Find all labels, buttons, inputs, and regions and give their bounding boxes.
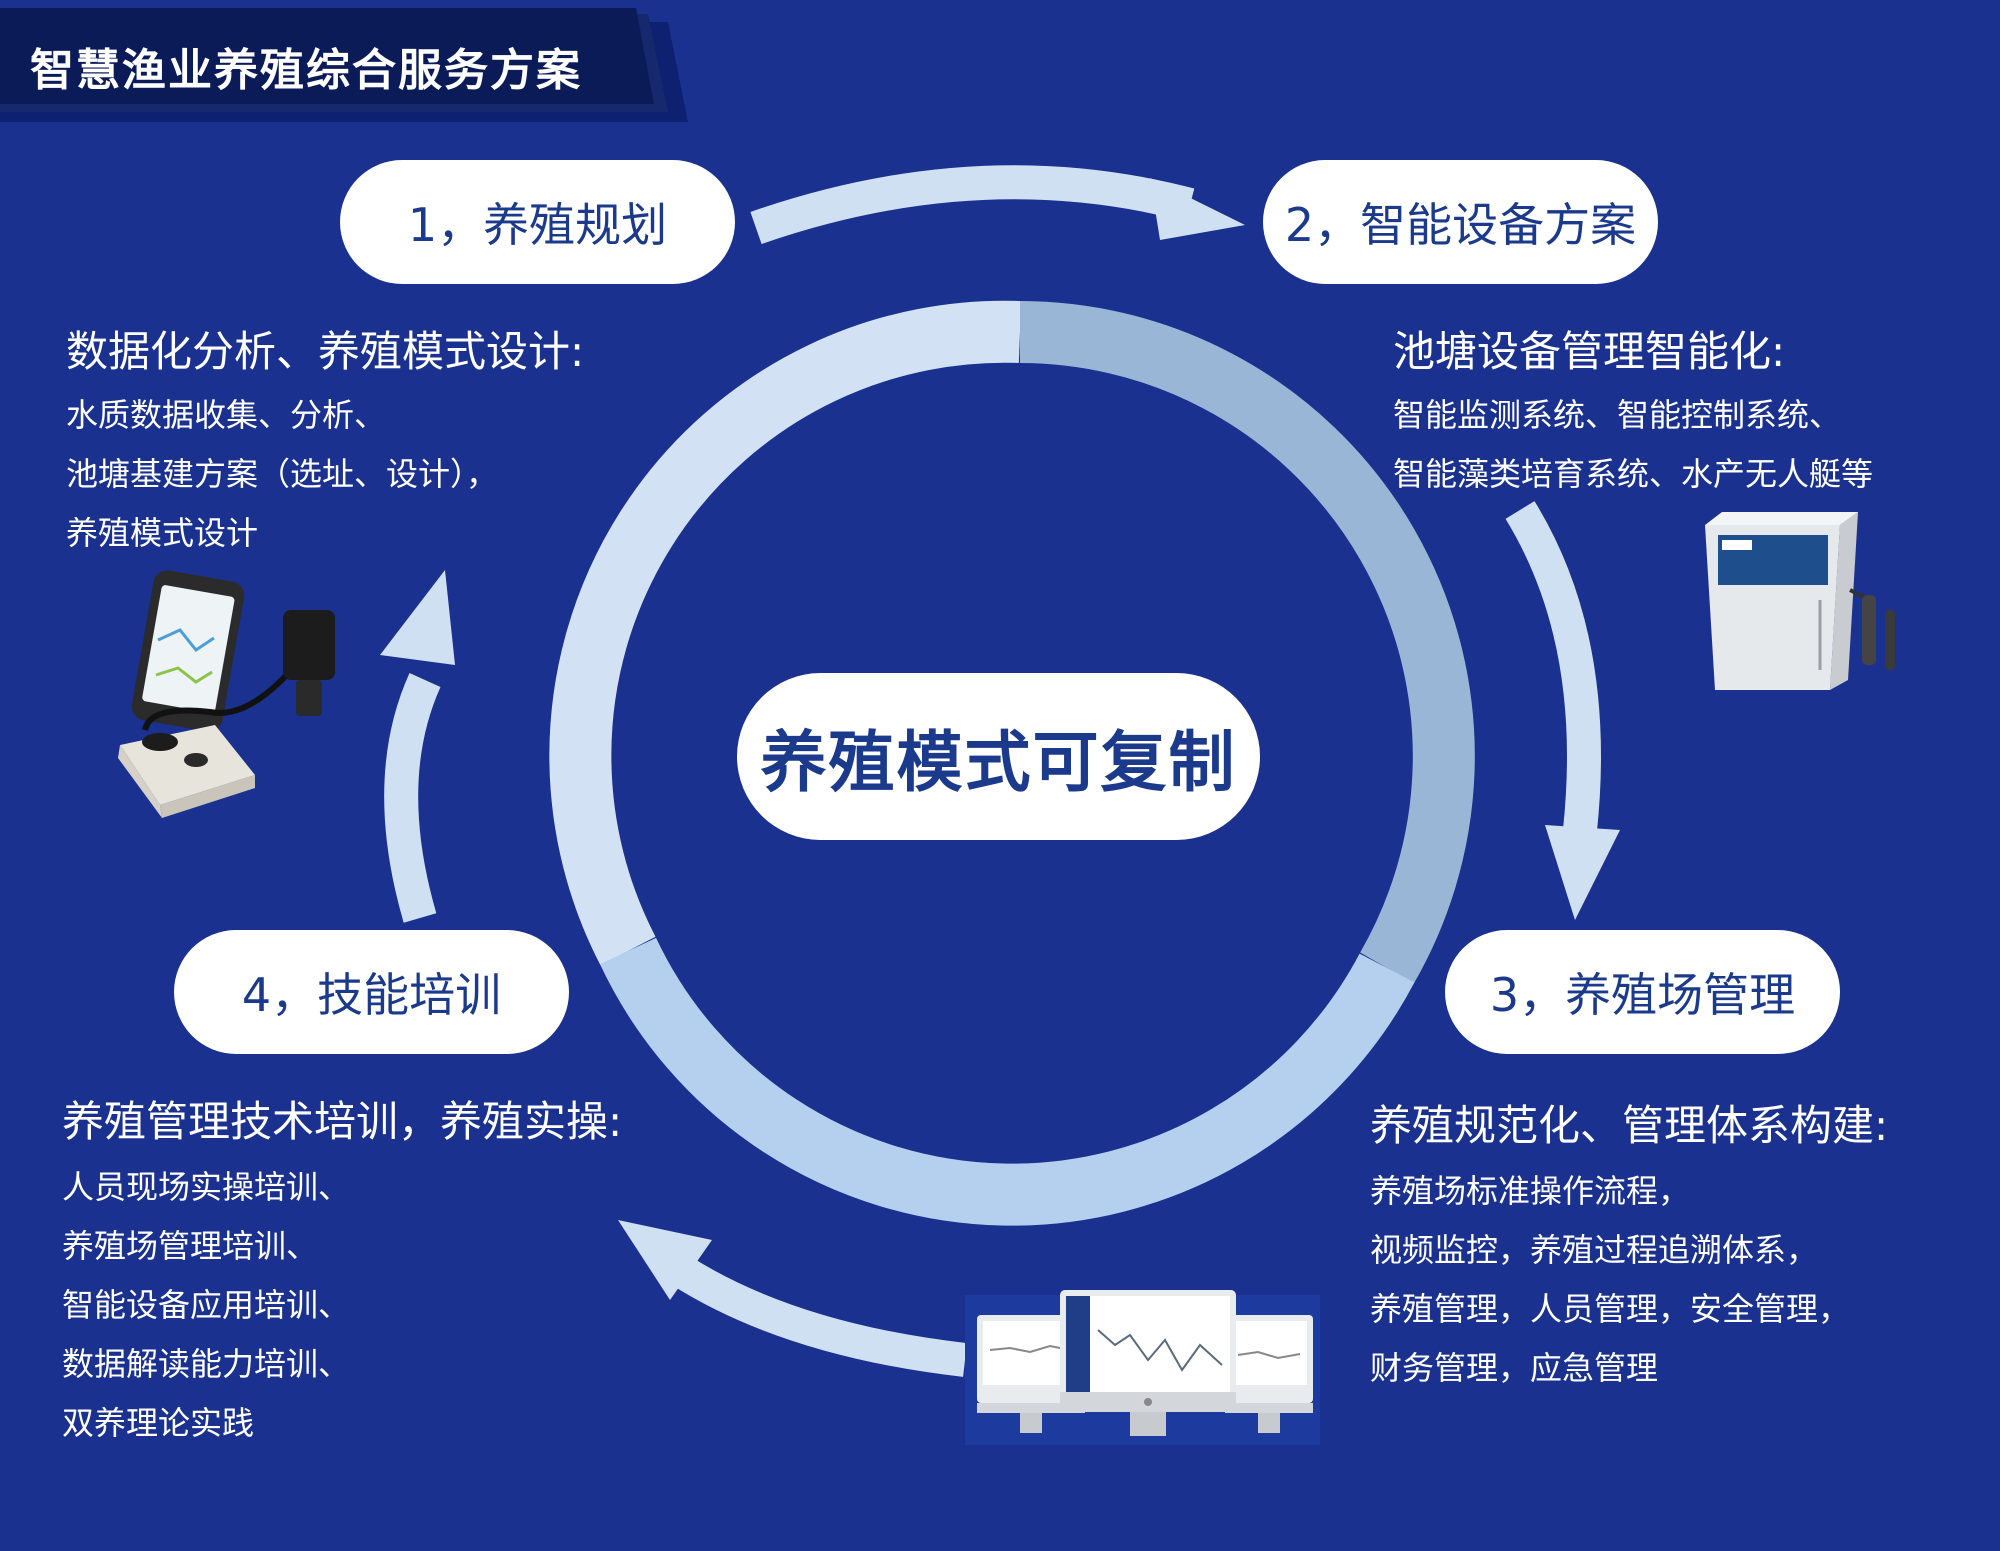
step-3-heading: 养殖规范化、管理体系构建: [1370,1101,1889,1150]
arrow-step3-to-step4 [618,1220,967,1377]
list-item: 智能藻类培育系统、水产无人艇等 [1393,455,1874,493]
list-item: 智能设备应用培训、 [62,1286,351,1324]
step-4-heading: 养殖管理技术培训，养殖实操: [62,1097,623,1146]
list-item: 养殖模式设计 [66,514,259,552]
list-item: 智能监测系统、智能控制系统、 [1393,396,1842,434]
arrow-step2-to-step3 [1505,501,1620,920]
list-item: 养殖场标准操作流程， [1370,1172,1691,1210]
list-item: 水质数据收集、分析、 [66,396,387,434]
list-item: 双养理论实践 [62,1404,255,1442]
title-banner [0,8,688,122]
list-item: 池塘基建方案（选址、设计）， [66,455,499,493]
list-item: 视频监控，养殖过程追溯体系， [1370,1231,1819,1269]
step-1-list: 水质数据收集、分析、 池塘基建方案（选址、设计）， 养殖模式设计 [66,386,498,563]
step-3-pill: 3，养殖场管理 [1445,930,1840,1054]
step-1-heading: 数据化分析、养殖模式设计: [66,327,585,376]
ring-segment-blue [599,937,1415,1226]
phone-sensor-device-icon [118,570,335,818]
center-label: 养殖模式可复制 [737,673,1260,840]
page-title: 智慧渔业养殖综合服务方案 [30,45,582,96]
step-4-pill: 4，技能培训 [174,930,569,1054]
list-item: 财务管理，应急管理 [1370,1349,1659,1387]
arrow-step4-to-step1 [380,570,455,923]
step-2-pill: 2，智能设备方案 [1263,160,1658,284]
step-1-pill: 1，养殖规划 [340,160,735,284]
step-3-list: 养殖场标准操作流程， 视频监控，养殖过程追溯体系， 养殖管理，人员管理，安全管理… [1370,1162,1850,1398]
list-item: 人员现场实操培训、 [62,1168,351,1206]
step-4-list: 人员现场实操培训、 养殖场管理培训、 智能设备应用培训、 数据解读能力培训、 双… [62,1158,350,1453]
step-2-list: 智能监测系统、智能控制系统、 智能藻类培育系统、水产无人艇等 [1393,386,1873,504]
computer-monitors-icon [965,1290,1320,1445]
list-item: 养殖管理，人员管理，安全管理， [1370,1290,1851,1328]
list-item: 养殖场管理培训、 [62,1227,319,1265]
ring-segment-light [549,300,1022,966]
arrow-step1-to-step2 [750,165,1245,245]
list-item: 数据解读能力培训、 [62,1345,351,1383]
ring-segment-mid [1019,301,1475,984]
monitoring-cabinet-icon [1705,512,1895,690]
step-2-heading: 池塘设备管理智能化: [1393,327,1786,376]
